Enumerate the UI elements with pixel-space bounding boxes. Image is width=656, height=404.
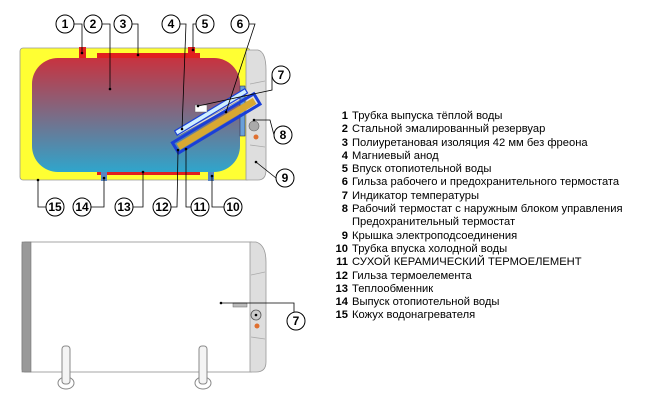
heating-water-inlet-pipe	[188, 47, 195, 58]
svg-text:15: 15	[48, 200, 62, 214]
svg-text:3: 3	[120, 17, 127, 31]
leader-lines	[37, 23, 277, 208]
callout-12: 12	[152, 197, 172, 217]
svg-text:10: 10	[226, 200, 240, 214]
callout-15: 15	[45, 197, 65, 217]
control-cover	[249, 241, 267, 373]
water-heater-diagram: 1 2 3 4 5 6 7 8 9 10 11 12 13 14 15	[19, 14, 306, 390]
heating-water-outlet-pipe	[101, 172, 107, 181]
thermostat-knob	[248, 120, 260, 132]
callout-14: 14	[72, 197, 92, 217]
leader-dots	[36, 48, 258, 182]
indicator-lamp-exterior	[254, 323, 260, 329]
callout-9: 9	[275, 168, 295, 188]
heating-element	[170, 87, 263, 156]
heater-exterior: 7	[21, 241, 306, 390]
callout-7-exterior: 7	[286, 311, 306, 331]
heater-cutaway	[19, 47, 267, 181]
callout-13: 13	[114, 197, 134, 217]
callout-11: 11	[190, 197, 210, 217]
electrical-cover	[245, 49, 267, 181]
svg-text:2: 2	[90, 17, 97, 31]
heat-exchanger-top	[97, 53, 200, 59]
callout-3: 3	[113, 14, 133, 34]
svg-text:14: 14	[75, 200, 89, 214]
svg-text:5: 5	[202, 17, 209, 31]
callout-6: 6	[230, 14, 250, 34]
callout-4: 4	[161, 14, 181, 34]
svg-text:8: 8	[280, 128, 287, 142]
svg-text:12: 12	[155, 200, 169, 214]
callout-7: 7	[271, 65, 291, 85]
svg-text:11: 11	[194, 200, 207, 214]
temperature-indicator	[232, 302, 248, 308]
svg-text:13: 13	[117, 200, 131, 214]
left-end-cap	[21, 241, 32, 373]
callout-10: 10	[223, 197, 243, 217]
svg-text:7: 7	[278, 68, 285, 82]
svg-text:1: 1	[62, 17, 69, 31]
callout-5: 5	[195, 14, 215, 34]
indicator-lamp	[253, 134, 259, 140]
callout-1: 1	[55, 14, 75, 34]
svg-text:6: 6	[237, 17, 244, 31]
callouts-top: 1 2 3 4 5 6 7 8 9 10 11 12 13 14 15	[45, 14, 295, 217]
svg-text:7: 7	[293, 314, 300, 328]
svg-text:9: 9	[282, 171, 289, 185]
svg-text:4: 4	[168, 17, 175, 31]
pipe-leg-right	[194, 345, 212, 390]
callout-2: 2	[83, 14, 103, 34]
callout-8: 8	[273, 125, 293, 145]
legend-item-continuation: Предохранительный термостат	[352, 216, 516, 229]
pipe-leg-left	[57, 345, 75, 390]
